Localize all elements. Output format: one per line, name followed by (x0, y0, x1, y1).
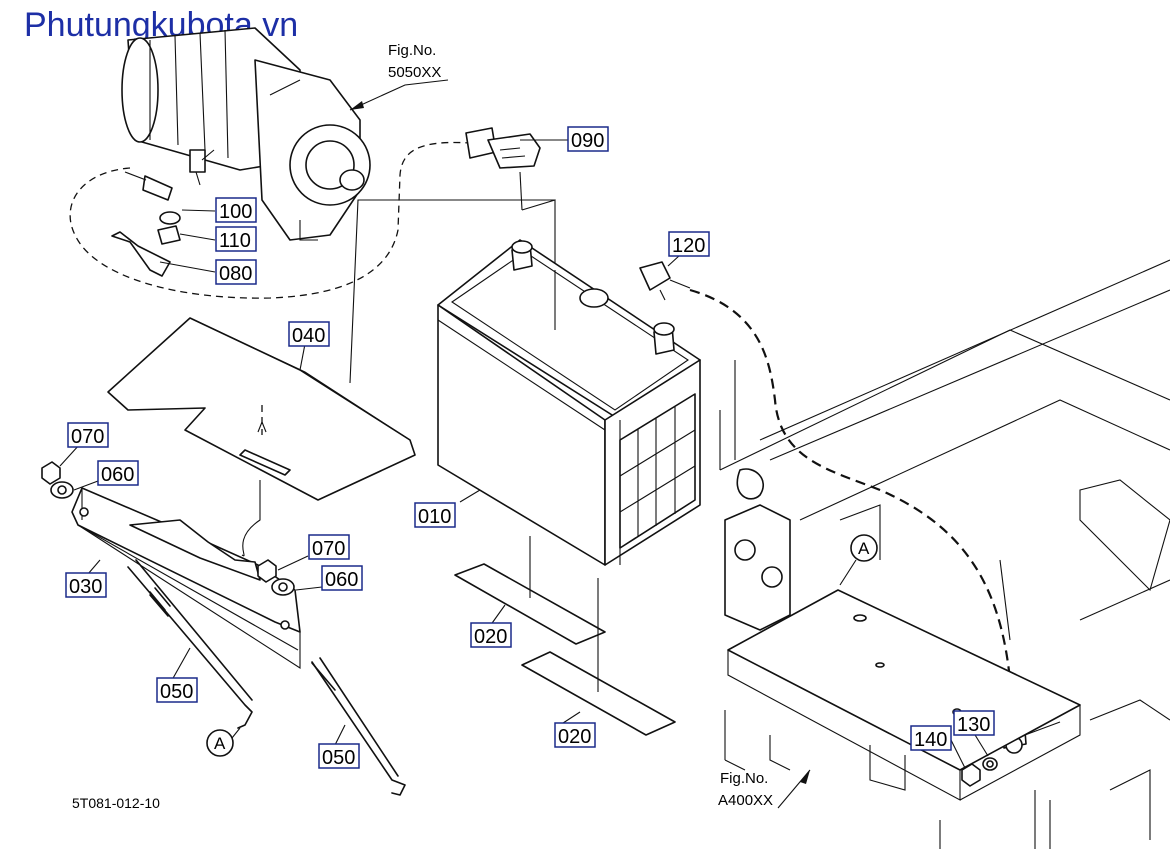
battery-holder-040 (107, 199, 555, 557)
svg-text:110: 110 (219, 230, 251, 252)
battery (437, 239, 701, 566)
fig-ref-number: A400XX (718, 792, 773, 809)
svg-text:050: 050 (322, 747, 355, 769)
callout-040: 040 (288, 321, 330, 347)
circle-marker-label: A (214, 734, 226, 753)
callout-100: 100 (215, 197, 257, 223)
svg-text:040: 040 (292, 325, 325, 347)
callout-020-upper: 020 (470, 622, 512, 648)
fig-ref-number: 5050XX (388, 64, 441, 81)
svg-text:060: 060 (325, 569, 358, 591)
svg-text:020: 020 (474, 626, 507, 648)
frame-tray (719, 259, 1170, 849)
fig-ref-label: Fig.No. (720, 770, 768, 787)
callout-090: 090 (567, 126, 609, 152)
circle-marker-a-right: A (839, 534, 878, 586)
circle-marker-a-left: A (206, 727, 241, 757)
svg-text:020: 020 (558, 726, 591, 748)
callout-070-right: 070 (308, 534, 350, 560)
battery-cell-grid (619, 393, 696, 549)
svg-text:030: 030 (69, 576, 102, 598)
clamp-bar-030 (71, 487, 301, 670)
fasteners-left (41, 461, 295, 596)
starter-motor (121, 27, 371, 241)
fig-ref-5050xx: Fig.No. 5050XX (349, 42, 449, 111)
callout-070-left: 070 (67, 422, 109, 448)
svg-text:060: 060 (101, 464, 134, 486)
callout-010: 010 (414, 502, 456, 528)
connector-090 (465, 127, 541, 211)
svg-text:100: 100 (219, 201, 252, 223)
svg-text:130: 130 (957, 714, 990, 736)
callout-130: 130 (953, 710, 995, 736)
battery-pads (454, 536, 676, 736)
svg-text:120: 120 (672, 235, 705, 257)
terminal-parts (111, 171, 181, 277)
callout-120: 120 (668, 231, 710, 257)
drawing-code: 5T081-012-10 (72, 795, 160, 811)
callout-080: 080 (215, 259, 257, 285)
svg-text:140: 140 (914, 729, 947, 751)
svg-text:070: 070 (312, 538, 345, 560)
callout-060-right: 060 (321, 565, 363, 591)
callout-060-left: 060 (97, 460, 139, 486)
callout-110: 110 (215, 226, 257, 252)
fig-ref-a400xx: Fig.No. A400XX (718, 769, 811, 809)
svg-text:090: 090 (571, 130, 604, 152)
svg-text:080: 080 (219, 263, 252, 285)
callout-140: 140 (910, 725, 952, 751)
starter-terminal-outline (69, 141, 471, 299)
callout-020-lower: 020 (554, 722, 596, 748)
fig-ref-label: Fig.No. (388, 42, 436, 59)
callout-050-left: 050 (156, 677, 198, 703)
callout-030: 030 (65, 572, 107, 598)
svg-text:070: 070 (71, 426, 104, 448)
callout-050-right: 050 (318, 743, 360, 769)
svg-text:010: 010 (418, 506, 451, 528)
rods-050 (127, 559, 406, 796)
circle-marker-label: A (858, 539, 870, 558)
svg-text:050: 050 (160, 681, 193, 703)
